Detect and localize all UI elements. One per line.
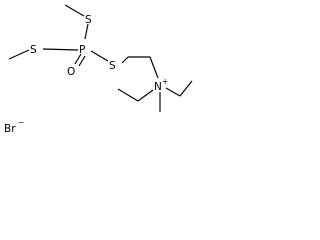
atom-nitrogen: N	[154, 81, 162, 93]
bond-p-o-a	[74, 53, 82, 65]
bond-n-ethyl-left	[137, 89, 154, 102]
bond-ch3-s-top	[64, 4, 85, 17]
bond-ethyl-right-ch3	[179, 80, 193, 97]
atom-labels: S S P O S N + Br −	[4, 14, 168, 135]
bond-s-ch2	[121, 56, 129, 64]
atom-s-top: S	[85, 14, 92, 26]
atom-phosphorus: P	[79, 44, 85, 56]
molecule-structure: S S P O S N + Br −	[4, 4, 193, 135]
bond-ch2-n	[149, 56, 159, 79]
bond-s-top-p	[84, 23, 89, 40]
bond-n-ethyl-right	[165, 87, 181, 97]
nitrogen-charge: +	[162, 77, 168, 86]
bond-lines	[8, 4, 193, 112]
bromide-ion: Br	[4, 123, 16, 135]
atom-s-thioether: S	[109, 60, 116, 72]
atom-s-left: S	[30, 44, 37, 56]
bond-ethyl-left-ch3	[117, 88, 139, 102]
bromide-charge: −	[18, 118, 24, 127]
bond-s-left-p	[42, 48, 79, 51]
bond-p-o-b	[78, 55, 86, 67]
atom-oxygen: O	[67, 66, 75, 78]
bond-p-s-thio	[90, 50, 109, 62]
bond-ch3-s-left	[8, 49, 30, 60]
